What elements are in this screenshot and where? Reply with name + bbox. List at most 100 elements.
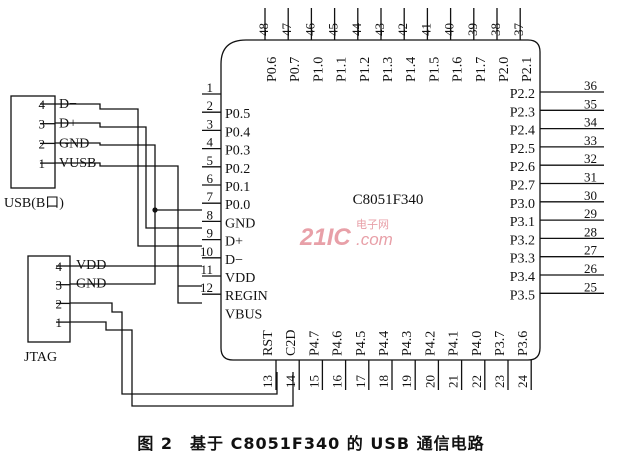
top-pin-number: 44 xyxy=(349,23,364,37)
left-pin-number: 9 xyxy=(207,226,214,241)
wiring xyxy=(55,103,294,407)
wire-usb-gnd xyxy=(55,142,202,211)
left-pin-group: 12P0.53P0.44P0.35P0.26P0.17P0.08GND9D+10… xyxy=(200,80,268,322)
chip-name: C8051F340 xyxy=(353,192,424,208)
left-pin-number: 7 xyxy=(207,189,214,204)
jtag-pin-number: 1 xyxy=(56,315,63,330)
bottom-pin-group: 13RST14C2D15P4.716P4.617P4.518P4.419P4.3… xyxy=(260,330,532,390)
bottom-pin-number: 18 xyxy=(376,375,391,388)
jtag-connector-label: JTAG xyxy=(24,350,57,365)
top-pin-label: P1.3 xyxy=(381,57,396,82)
left-pin-number: 2 xyxy=(207,98,214,113)
wire-jtag-c2d xyxy=(70,321,294,407)
usb-pin-number: 3 xyxy=(39,117,46,132)
top-pin-label: P1.2 xyxy=(358,57,373,82)
top-pin-number: 46 xyxy=(302,23,317,37)
top-pin-number: 43 xyxy=(372,23,387,36)
wire-jtag-rst xyxy=(70,302,278,395)
top-pin-label: P0.7 xyxy=(288,57,303,82)
right-pin-label: P3.3 xyxy=(510,252,535,267)
left-pin-number: 10 xyxy=(200,244,213,259)
left-pin-label: VBUS xyxy=(225,307,262,322)
bottom-pin-number: 15 xyxy=(306,375,321,388)
left-pin-label: P0.3 xyxy=(225,144,250,159)
bottom-pin-number: 17 xyxy=(353,375,368,389)
left-pin-label: P0.0 xyxy=(225,198,250,213)
left-pin-label: P0.5 xyxy=(225,107,250,122)
bottom-pin-label: P4.7 xyxy=(307,331,322,356)
top-pin-label: P1.6 xyxy=(451,57,466,82)
top-pin-label: P1.7 xyxy=(474,57,489,82)
top-pin-group: 48P0.647P0.746P1.045P1.144P1.243P1.342P1… xyxy=(256,8,535,82)
left-pin-label: D+ xyxy=(225,235,243,250)
left-pin-number: 6 xyxy=(207,171,214,186)
bottom-pin-label: P3.7 xyxy=(493,331,508,356)
right-pin-number: 36 xyxy=(584,78,598,93)
left-pin-number: 8 xyxy=(207,207,214,222)
figure-caption: 图 2 基于 C8051F340 的 USB 通信电路 xyxy=(137,434,485,453)
left-pin-number: 5 xyxy=(207,153,214,168)
right-pin-label: P2.2 xyxy=(510,87,535,102)
right-pin-label: P3.4 xyxy=(510,270,535,285)
junction-gnd xyxy=(152,207,158,213)
right-pin-number: 34 xyxy=(584,115,598,130)
left-pin-label: GND xyxy=(225,216,255,231)
bottom-pin-number: 23 xyxy=(492,375,507,388)
top-pin-label: P0.6 xyxy=(265,57,280,82)
jtag-pin-number: 2 xyxy=(56,296,63,311)
right-pin-label: P3.1 xyxy=(510,215,535,230)
right-pin-number: 33 xyxy=(584,133,597,148)
right-pin-number: 26 xyxy=(584,261,598,276)
top-pin-number: 40 xyxy=(442,23,457,36)
wire-usb-vusb xyxy=(55,162,202,304)
right-pin-number: 30 xyxy=(584,188,597,203)
left-pin-label: P0.2 xyxy=(225,162,250,177)
bottom-pin-number: 19 xyxy=(399,375,414,388)
right-pin-number: 25 xyxy=(584,279,597,294)
usb-pin-label: GND xyxy=(59,136,89,151)
top-pin-number: 38 xyxy=(488,23,503,36)
watermark-main: 21IC xyxy=(299,224,351,251)
jtag-pin-number: 3 xyxy=(56,278,63,293)
top-pin-number: 42 xyxy=(395,23,410,36)
watermark-small: 电子网 xyxy=(356,218,389,231)
left-pin-number: 3 xyxy=(207,116,214,131)
left-pin-number: 11 xyxy=(200,262,213,277)
left-pin-label: REGIN xyxy=(225,289,268,304)
bottom-pin-number: 14 xyxy=(283,375,298,389)
bottom-pin-label: P4.5 xyxy=(354,331,369,356)
right-pin-number: 35 xyxy=(584,96,597,111)
right-pin-group: 36P2.235P2.334P2.433P2.532P2.631P2.730P3… xyxy=(510,78,604,303)
right-pin-label: P2.5 xyxy=(510,142,535,157)
bottom-pin-label: C2D xyxy=(284,330,299,356)
usb-connector-body xyxy=(10,95,56,189)
top-pin-number: 39 xyxy=(465,23,480,36)
right-pin-label: P2.4 xyxy=(510,124,535,139)
top-pin-label: P2.1 xyxy=(520,57,535,82)
right-pin-number: 28 xyxy=(584,224,597,239)
bottom-pin-label: P3.6 xyxy=(516,331,531,356)
top-pin-label: P1.0 xyxy=(311,57,326,82)
top-pin-number: 41 xyxy=(418,23,433,36)
usb-pin-number: 2 xyxy=(39,136,46,151)
top-pin-label: P2.0 xyxy=(497,57,512,82)
bottom-pin-number: 21 xyxy=(446,375,461,388)
left-pin-number: 4 xyxy=(207,135,214,150)
right-pin-label: P3.0 xyxy=(510,197,535,212)
bottom-pin-number: 22 xyxy=(469,375,484,388)
bottom-pin-number: 16 xyxy=(330,375,345,389)
top-pin-number: 47 xyxy=(279,23,294,37)
bottom-pin-label: P4.3 xyxy=(400,331,415,356)
right-pin-label: P2.6 xyxy=(510,160,535,175)
top-pin-label: P1.1 xyxy=(335,57,350,82)
left-pin-label: D− xyxy=(225,253,243,268)
left-pin-label: P0.1 xyxy=(225,180,250,195)
right-pin-label: P3.5 xyxy=(510,288,535,303)
right-pin-number: 29 xyxy=(584,206,597,221)
right-pin-number: 31 xyxy=(584,170,597,185)
top-pin-number: 45 xyxy=(326,23,341,36)
